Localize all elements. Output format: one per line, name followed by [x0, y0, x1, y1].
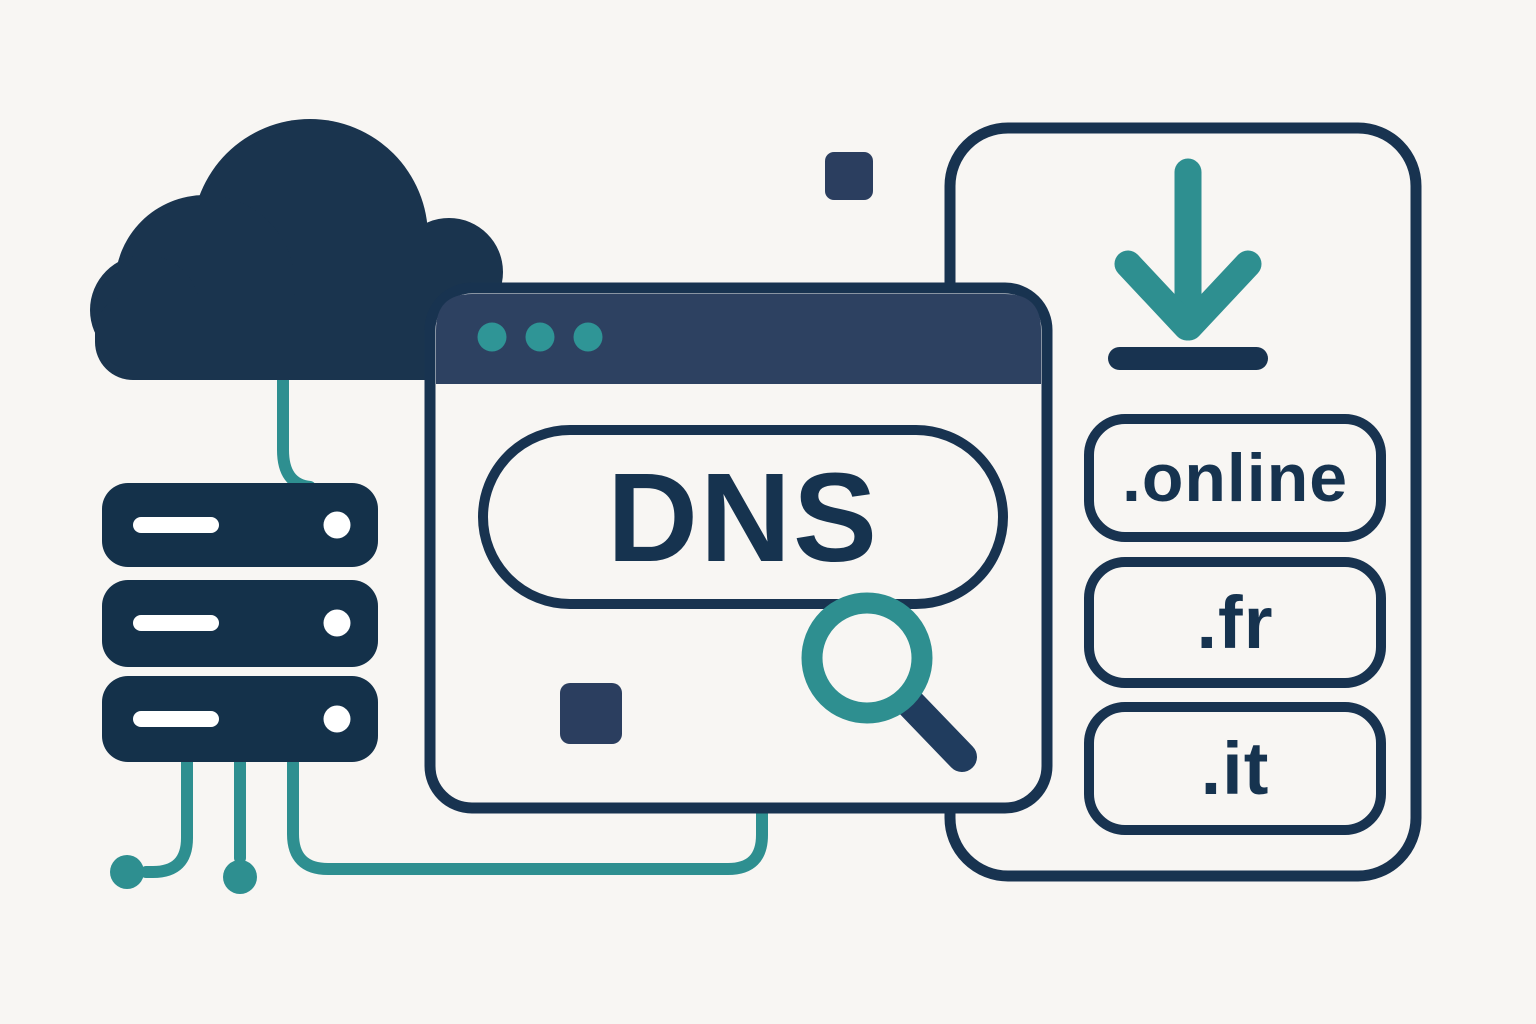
browser-titlebar [436, 294, 1041, 384]
browser-window-frame [424, 282, 1053, 814]
tld-box-it [1084, 702, 1386, 835]
dns-label: DNS [606, 446, 880, 588]
download-tray-bar [1108, 347, 1268, 370]
cloud-base [95, 295, 490, 380]
server-led-3 [323, 705, 351, 733]
titlebar-dot-1 [477, 322, 507, 352]
decor-square-browser [560, 683, 622, 744]
connector-node-2 [223, 860, 257, 894]
server-led-1 [323, 511, 351, 539]
search-magnifier-icon [801, 592, 977, 772]
connector-server-to-browser [287, 744, 768, 875]
server-led-2 [323, 609, 351, 637]
server-slot-1 [133, 517, 219, 533]
magnifier-ring [801, 592, 933, 724]
titlebar-dot-3 [573, 322, 603, 352]
server-unit-2 [102, 580, 378, 667]
connector-server-line-1 [140, 744, 193, 878]
server-slot-3 [133, 711, 219, 727]
connector-cloud-to-server [277, 356, 316, 493]
browser-window [424, 282, 1053, 814]
tld-box-fr [1084, 557, 1386, 688]
decor-square-top [825, 152, 873, 200]
dns-search-pill [478, 425, 1008, 609]
server-slot-2 [133, 615, 219, 631]
download-arrow-icon [1114, 158, 1262, 341]
tld-box-online [1084, 414, 1386, 542]
server-unit-3 [102, 676, 378, 762]
window-controls-dots [477, 322, 603, 352]
server-stack-icon [102, 483, 378, 762]
download-arrow-wing-right [1175, 250, 1262, 341]
connector-node-1 [110, 855, 144, 889]
download-arrow-wing-left [1114, 250, 1201, 341]
network-connectors [110, 356, 768, 894]
magnifier-handle [895, 688, 977, 772]
tld-label-online: .online [1121, 440, 1349, 516]
titlebar-dot-2 [525, 322, 555, 352]
tld-label-it: .it [1200, 727, 1270, 810]
server-unit-1 [102, 483, 378, 567]
domain-panel [944, 122, 1422, 882]
tld-label-fr: .fr [1196, 581, 1274, 664]
